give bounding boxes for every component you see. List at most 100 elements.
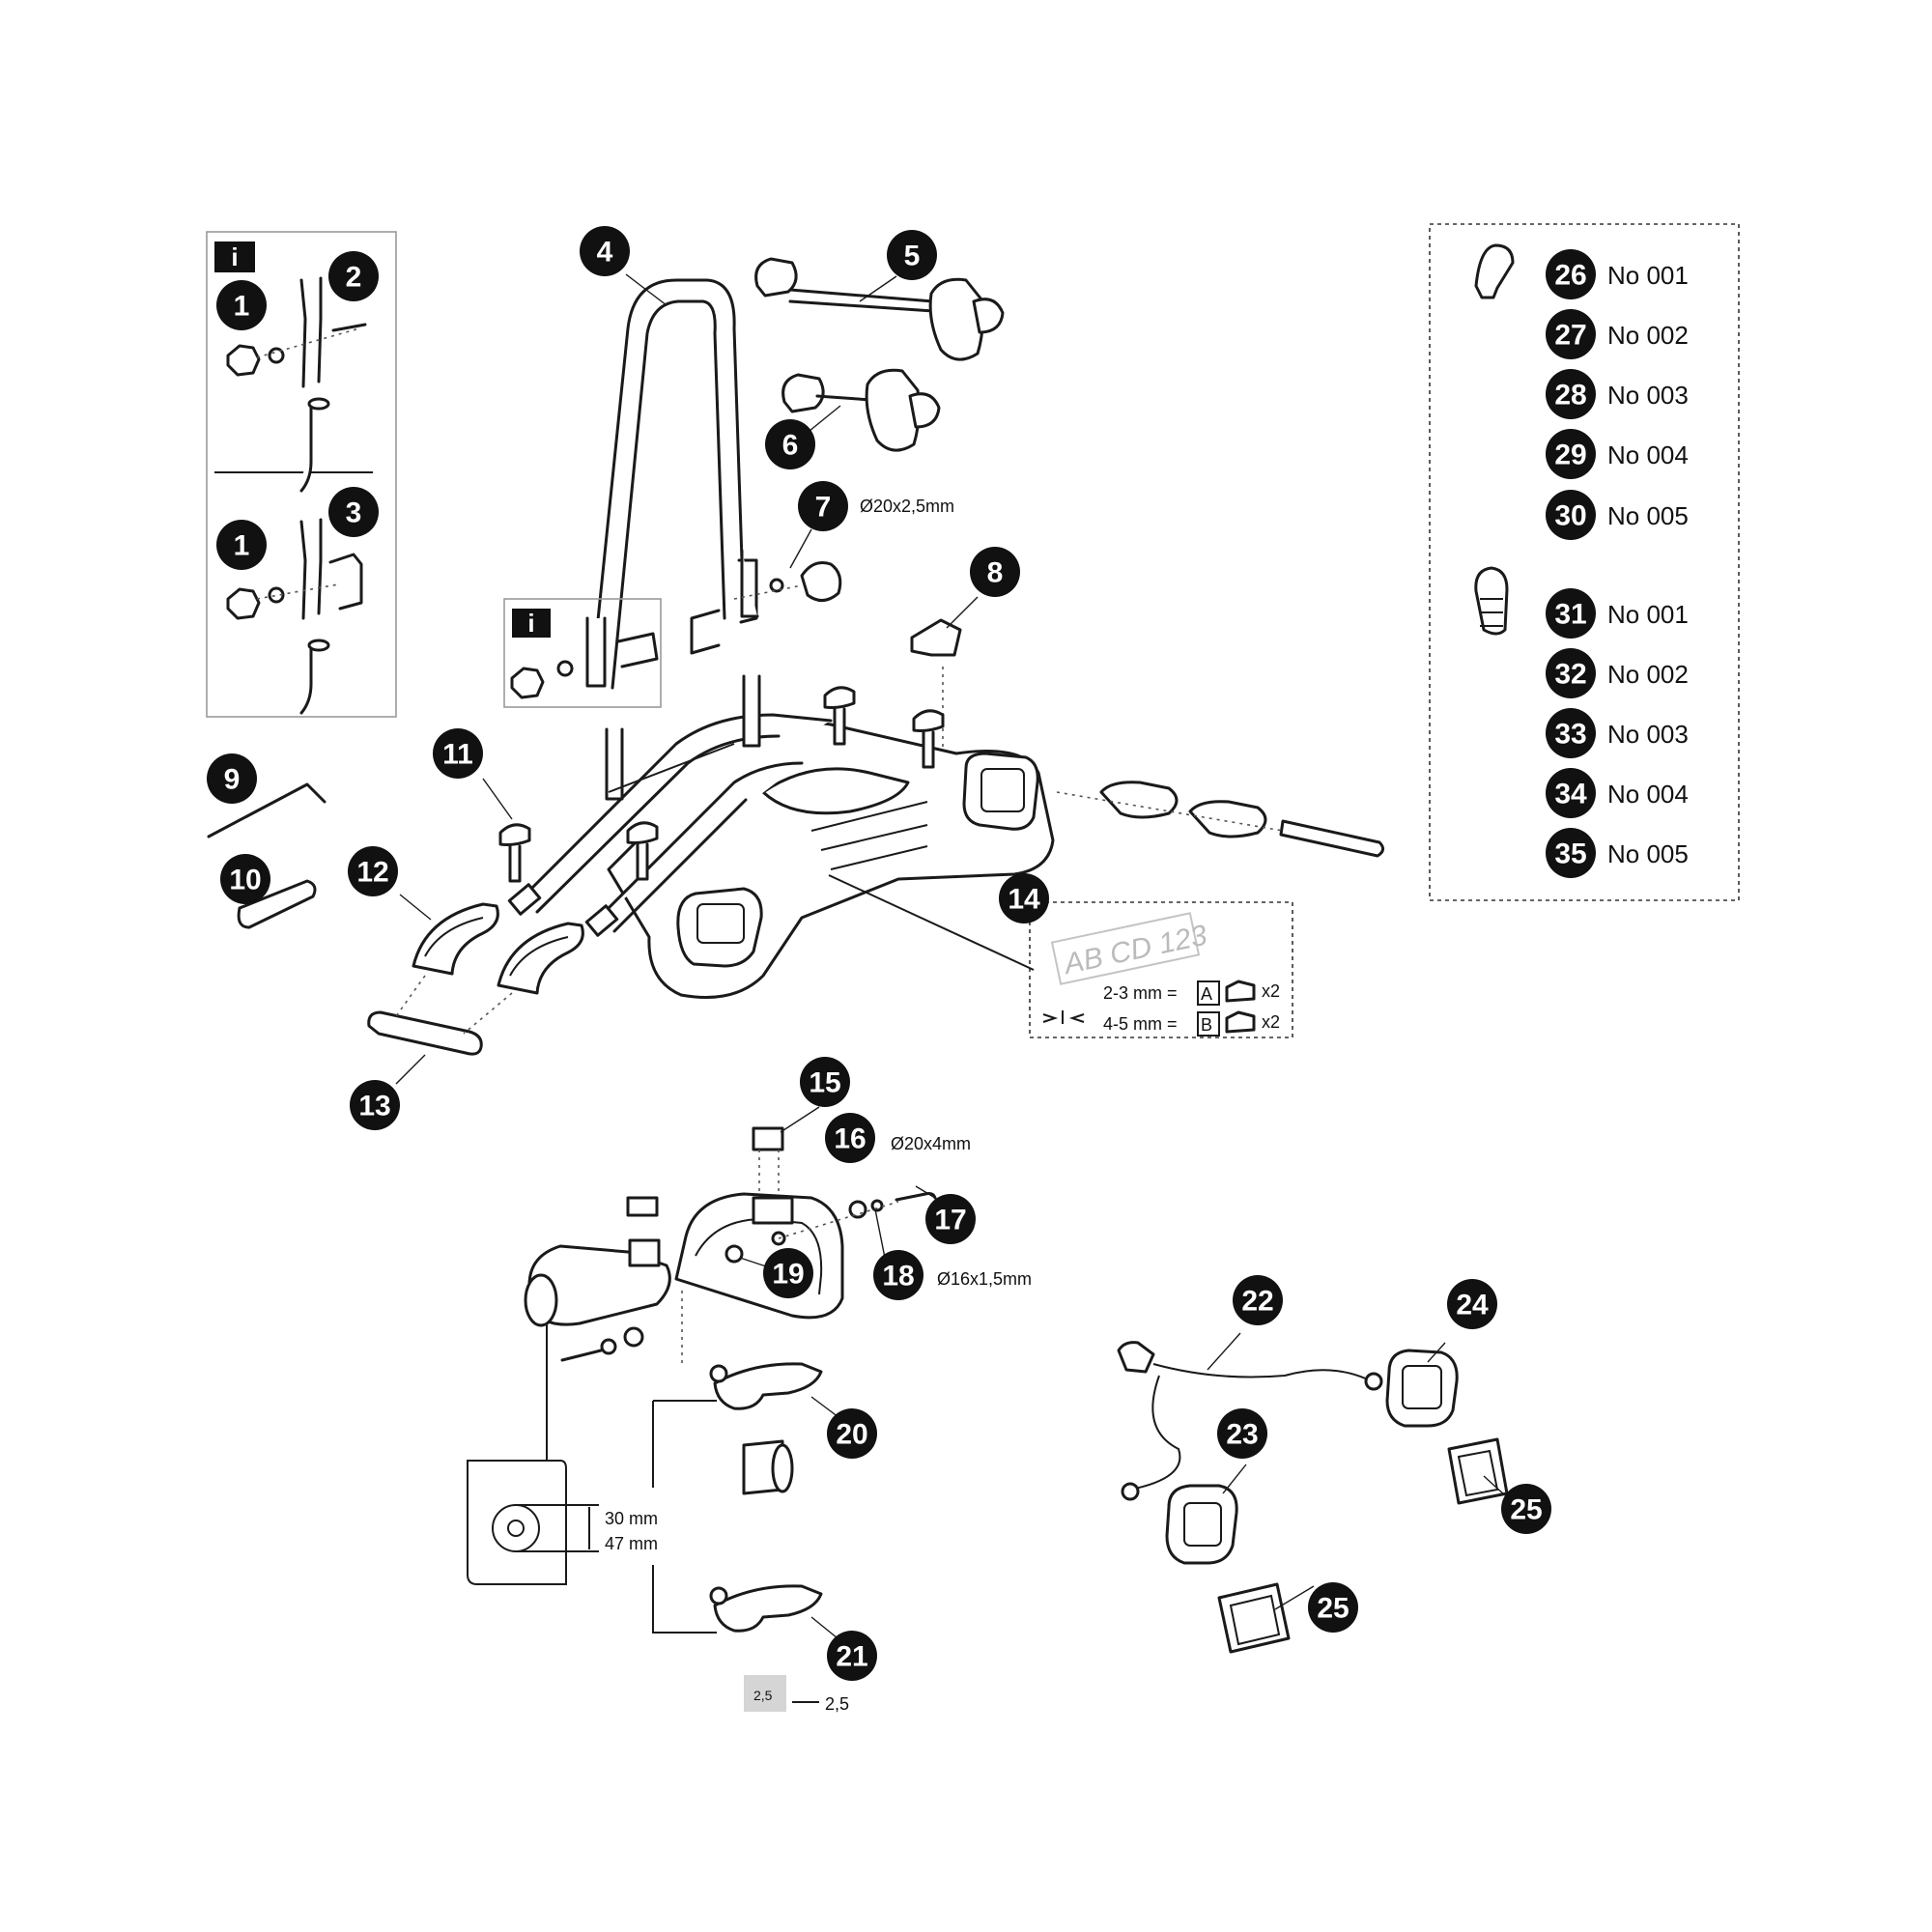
badge-number: 1 [234,530,250,562]
key-cylinder-icon [1474,566,1509,636]
leader-22 [1207,1332,1241,1371]
badge-number: 8 [987,557,1004,589]
short-arm-rod [815,394,873,402]
wheel-bar-assembly-line-1 [395,975,426,1017]
badge-4: 4 [580,226,630,276]
plate-letter-a-box [1197,980,1220,1006]
badge-circle [1546,309,1596,359]
badge-circle [827,1408,877,1459]
part-13-wheel-bar [367,1010,483,1056]
washer-3 [556,660,574,677]
badge-number: 20 [836,1419,867,1451]
badge-circle [925,1194,976,1244]
badge-number: 26 [1554,260,1586,292]
badge-circle [763,1248,813,1298]
badge-1: 1 [216,520,267,570]
rail-cap-2 [1188,800,1267,838]
left-tail-lamp-lens [696,903,745,944]
info-icon [214,242,255,272]
badge-number: 25 [1317,1593,1349,1625]
badge-circle [348,846,398,896]
gauge-block [744,1675,786,1712]
badge-circle [216,280,267,330]
spec-part-7: Ø20x2,5mm [860,497,954,516]
info-panel-frame [206,231,397,718]
leader-5 [859,275,897,302]
badge-circle [1546,828,1596,878]
part-24-lamp-lens [1402,1365,1442,1409]
arm-rod-2 [788,299,935,313]
part-24-lamp [1385,1349,1459,1428]
tube-upper-2 [299,520,307,620]
badge-number: 25 [1510,1494,1542,1526]
part-23-lamp [1165,1484,1238,1565]
assembly-line [256,327,360,358]
badge-circle [1546,490,1596,540]
part-20-clamp [652,1362,823,1495]
leader-13 [395,1054,426,1085]
badge-circle [1546,648,1596,698]
clamp-21-bolt-head [709,1586,728,1605]
badge-circle [873,1250,923,1300]
badge-9: 9 [207,753,257,804]
badge-number: 2 [346,262,362,294]
part-9-allen-key [207,782,327,838]
strap-4-band [922,730,935,769]
base-post-left [605,727,624,801]
badge-circle [798,481,848,531]
tube-upper [299,278,307,388]
clamp-20-body [713,1362,823,1410]
knob [226,344,261,377]
pin-bolt [560,1349,603,1362]
dim-30mm: 30 mm [605,1509,658,1528]
arm-cradle [928,277,984,361]
badge-32: 32 [1546,648,1596,698]
plate-letter-b: B [1201,1015,1212,1035]
badge-circle [580,226,630,276]
tube-upper-edge [317,276,323,384]
lighting-kit [1117,1341,1509,1654]
assembly-line-2 [256,583,339,600]
tube-upper-2-edge [317,518,323,615]
badge-circle [328,487,379,537]
badge-number: 31 [1554,599,1586,631]
code-34: No 004 [1607,780,1689,809]
badge-19: 19 [763,1248,813,1298]
badge-circle [1217,1408,1267,1459]
pin-washer [600,1338,617,1355]
arm-knob [972,298,1005,334]
badge-1: 1 [216,280,267,330]
clamp-20-sleeve-end [771,1443,794,1493]
ball-outer [492,1504,540,1552]
badge-circle [1546,768,1596,818]
part-10-spanner [237,879,317,929]
badge-circle [827,1631,877,1681]
rail-end-left [507,883,542,916]
right-tail-lamp-housing [962,752,1039,831]
clamp-tube [740,549,759,618]
badge-25: 25 [1501,1484,1551,1534]
badge-6: 6 [765,419,815,469]
plate-shape [1050,912,1201,985]
badge-circle [1546,429,1596,479]
rail-cap-1 [1099,781,1179,819]
badge-circle [1546,588,1596,639]
clamp-knob [800,561,842,602]
spec-part-18: Ø16x1,5mm [937,1269,1032,1289]
badge-31: 31 [1546,588,1596,639]
badge-35: 35 [1546,828,1596,878]
badge-circle [765,419,815,469]
badge-12: 12 [348,846,398,896]
key-cylinder-grooves [1480,598,1503,627]
mounting-info-panel: i [206,231,397,718]
badge-number: 23 [1226,1419,1258,1451]
badge-circle [216,520,267,570]
strap-1-band [508,844,522,883]
badge-number: 9 [224,764,241,796]
key-codes-panel: No 001 No 002 No 003 No 004 No 005 No 00… [1429,223,1740,901]
plate-row1-label: 2-3 mm = [1103,983,1178,1003]
badge-number: 11 [442,739,473,771]
part-19-bolt [724,1244,744,1264]
badge-number: 29 [1554,440,1586,471]
hitch-assembly-line [778,1201,899,1239]
